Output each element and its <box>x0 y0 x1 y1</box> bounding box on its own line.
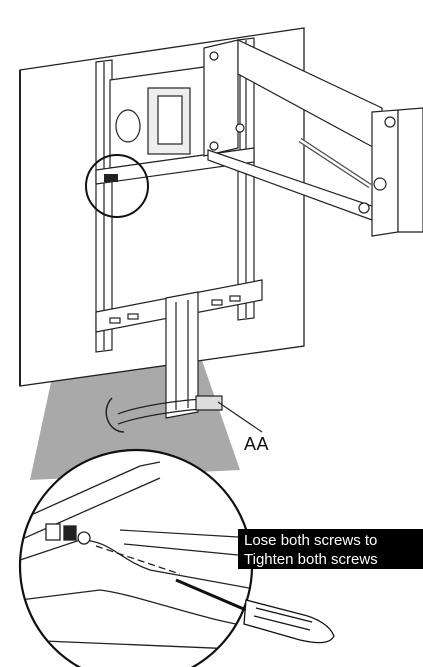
instruction-line-2: Tighten both screws <box>244 551 378 568</box>
detail-circle-small <box>85 154 149 218</box>
magnified-detail <box>18 448 254 667</box>
instruction-line-1: Lose both screws to <box>244 532 378 549</box>
callout-leader <box>217 401 263 433</box>
callout-label-aa: AA <box>244 434 270 454</box>
instruction-box: Lose both screws to Tighten both screws <box>238 529 423 569</box>
screwdriver <box>175 578 335 644</box>
support-plate <box>165 291 199 419</box>
swing-arm <box>203 39 423 237</box>
vertical-rails <box>95 37 255 353</box>
screw-assembly <box>105 395 223 433</box>
